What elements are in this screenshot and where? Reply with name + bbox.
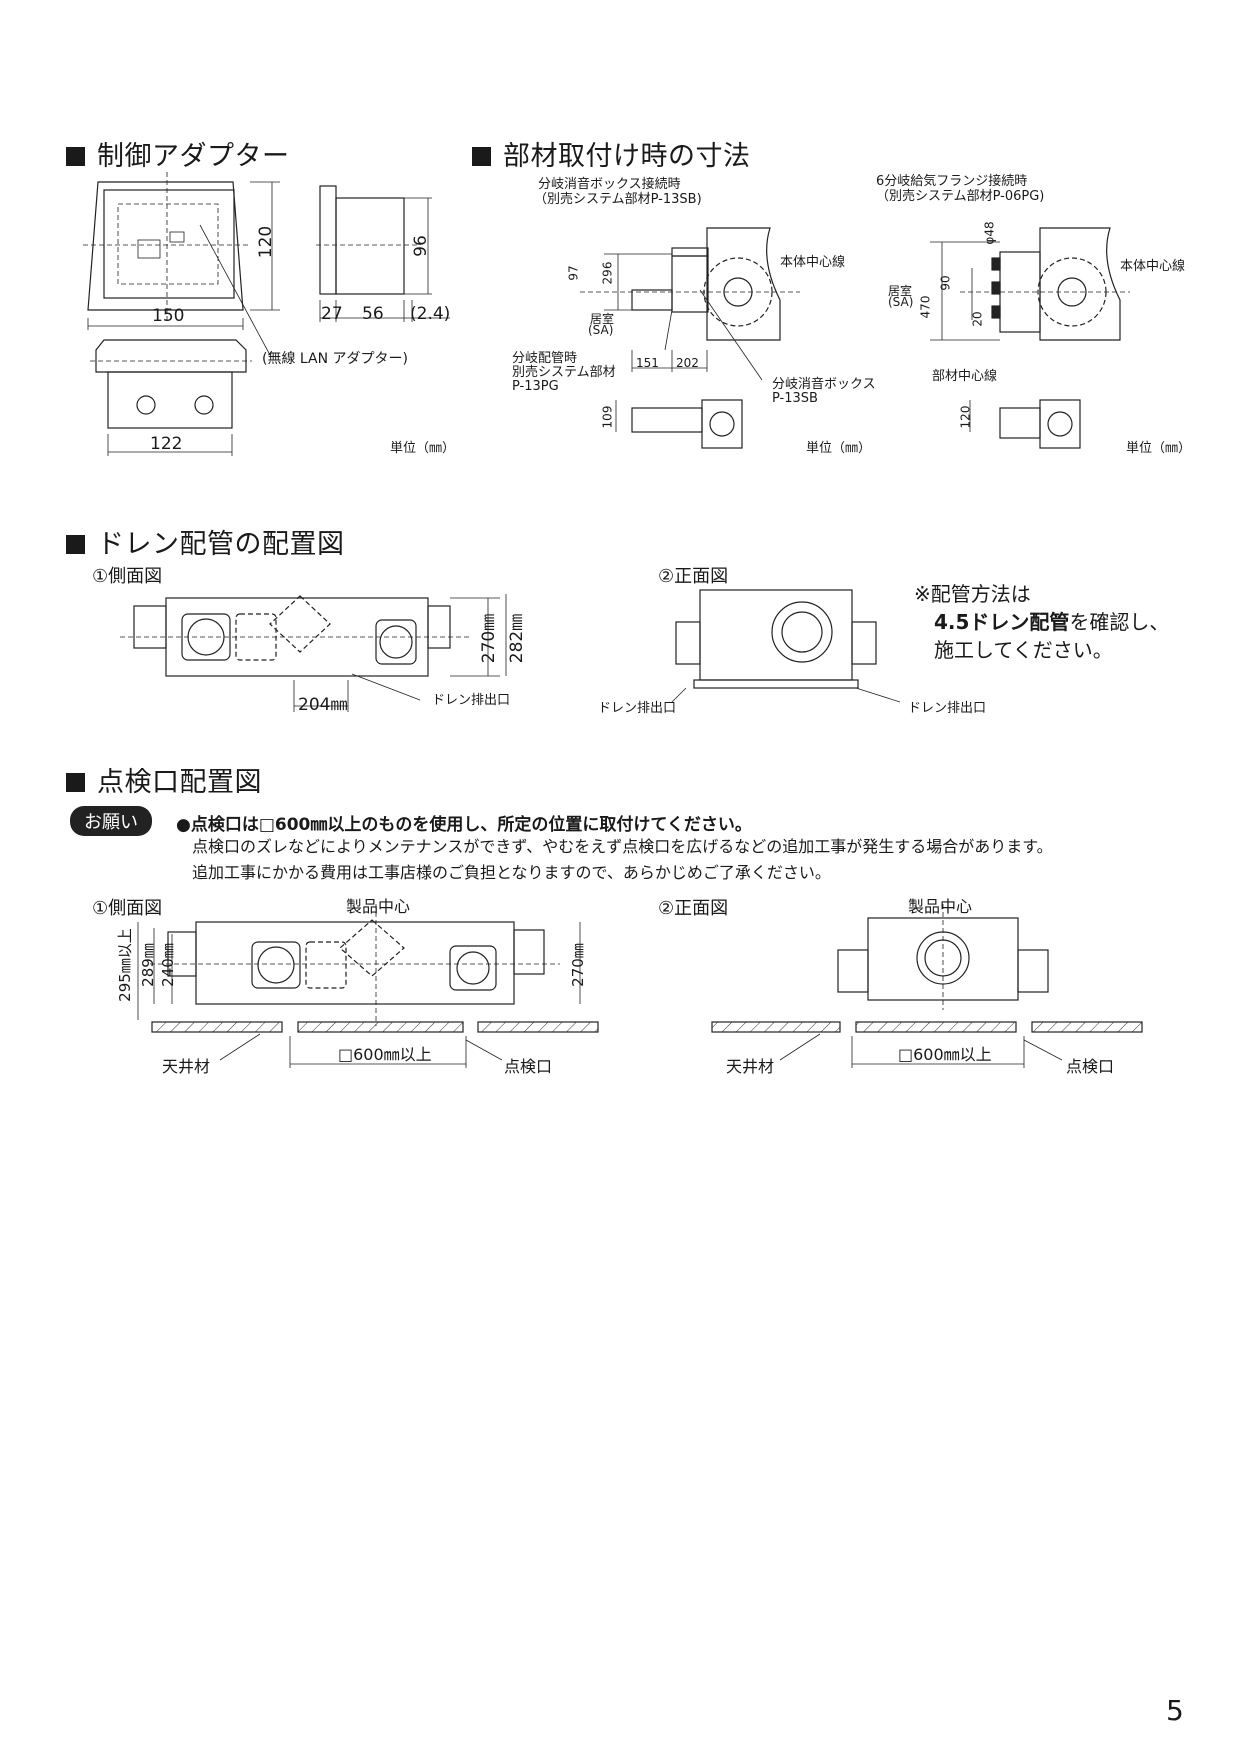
inspection-side-label: ①側面図 (92, 898, 163, 919)
dim-120-right: 120 (958, 405, 973, 429)
drain-title: ドレン配管の配置図 (97, 529, 345, 560)
dim-109: 109 (600, 405, 615, 429)
request-main: ●点検口は□600㎜以上のものを使用し、所定の位置に取付けてください。 (176, 815, 752, 835)
dim-470: 470 (918, 295, 933, 319)
ceiling-label-side: 天井材 (162, 1057, 211, 1076)
dim-150: 150 (152, 306, 185, 326)
body-center-line-label: 本体中心線 (780, 255, 846, 270)
dim-2-4: (2.4) (410, 304, 451, 324)
dim-270-inspection: 270㎜ (568, 943, 587, 987)
dim-20: 20 (970, 311, 985, 327)
opening-label-side: □600㎜以上 (338, 1045, 432, 1064)
dim-282: 282㎜ (507, 613, 528, 664)
dim-122: 122 (150, 434, 183, 454)
mount-left-caption1: 分岐消音ボックス接続時 (538, 177, 681, 192)
inspection-heading: 点検口配置図 (66, 760, 262, 799)
square-bullet-icon (66, 535, 85, 554)
drain-note-line3: 施工してください。 (934, 638, 1113, 662)
drain-note-emphasis: 4.5ドレン配管 (934, 610, 1070, 634)
drain-outlet-side: ドレン排出口 (432, 693, 511, 708)
inspection-title: 点検口配置図 (97, 767, 262, 798)
inspection-front-drawing (711, 904, 1143, 1068)
room-sa-label: (SA) (588, 323, 614, 337)
hatch-label-side: 点検口 (504, 1057, 553, 1076)
ceiling-label-front: 天井材 (726, 1057, 775, 1076)
dim-96: 96 (410, 235, 431, 257)
dim-202: 202 (676, 356, 699, 370)
dim-120: 120 (256, 225, 277, 259)
adapter-title: 制御アダプター (97, 141, 290, 172)
dim-204: 204㎜ (298, 695, 348, 715)
mount-right-caption1: 6分岐給気フランジ接続時 (876, 174, 1028, 189)
mount-left-caption2: （別売システム部材P-13SB) (534, 192, 702, 207)
drain-front-drawing (671, 589, 901, 703)
drain-outlet-front-left: ドレン排出口 (598, 701, 677, 716)
page-number: 5 (1166, 1694, 1184, 1727)
square-bullet-icon (66, 773, 85, 792)
dim-270: 270㎜ (479, 613, 500, 664)
room-label: 居室 (590, 312, 615, 326)
part-center-line-label: 部材中心線 (932, 369, 998, 384)
square-bullet-icon (66, 147, 85, 166)
drain-note-line1: ※配管方法は (914, 582, 1031, 606)
drain-side-label: ①側面図 (92, 566, 163, 587)
adapter-unit: 単位（㎜） (390, 441, 456, 456)
body-center-right-label: 本体中心線 (1120, 259, 1186, 274)
branch-label1: 分岐配管時 (512, 351, 578, 366)
adapter-side-view (316, 185, 450, 322)
dim-97: 97 (566, 265, 581, 281)
adapter-heading: 制御アダプター (66, 134, 290, 173)
dim-27: 27 (321, 304, 343, 324)
mount-right-unit: 単位（㎜） (1126, 441, 1192, 456)
mount-title: 部材取付け時の寸法 (503, 141, 751, 172)
request-line3: 追加工事にかかる費用は工事店様のご負担となりますので、あらかじめご了承ください。 (192, 863, 831, 882)
drain-note-line2: 4.5ドレン配管を確認し、 (934, 608, 1169, 636)
drain-side-drawing (120, 594, 507, 712)
dim-56: 56 (362, 304, 384, 324)
lan-adapter-callout: (無線 LAN アダプター) (262, 351, 408, 367)
product-center-front: 製品中心 (908, 897, 973, 916)
phi-48: φ48 (982, 221, 997, 245)
hatch-label-front: 点検口 (1066, 1057, 1115, 1076)
room-right-label: 居室 (888, 284, 913, 298)
dim-151: 151 (636, 356, 659, 370)
square-bullet-icon (472, 147, 491, 166)
dim-240: 240㎜ (158, 943, 177, 987)
dim-90: 90 (938, 275, 953, 291)
request-badge: お願い (70, 806, 152, 836)
request-line2: 点検口のズレなどによりメンテナンスができず、やむをえず点検口を広げるなどの追加工… (192, 837, 1053, 856)
branch-label2: 別売システム部材 (512, 365, 616, 380)
opening-label-front: □600㎜以上 (898, 1045, 992, 1064)
room-right-sa: (SA) (888, 295, 914, 309)
adapter-front-view (83, 172, 280, 356)
dim-289: 289㎜ (138, 943, 157, 987)
adapter-bottom-view (90, 339, 252, 456)
inspection-side-drawing (137, 904, 599, 1068)
drain-heading: ドレン配管の配置図 (66, 522, 345, 561)
mount-left-drawing (580, 227, 800, 449)
mount-left-unit: 単位（㎜） (806, 441, 872, 456)
drain-note-rest: を確認し、 (1069, 610, 1170, 634)
silencer-box-model: P-13SB (772, 391, 818, 406)
product-center-side: 製品中心 (346, 897, 411, 916)
silencer-box-label: 分岐消音ボックス (772, 377, 876, 392)
drain-front-label: ②正面図 (658, 566, 729, 587)
drain-outlet-front-right: ドレン排出口 (908, 701, 987, 716)
mount-right-drawing (930, 227, 1130, 449)
inspection-front-label: ②正面図 (658, 898, 729, 919)
dim-296: 296 (600, 261, 615, 285)
mount-heading: 部材取付け時の寸法 (472, 134, 751, 173)
dim-295: 295㎜以上 (115, 928, 134, 1002)
branch-label3: P-13PG (512, 379, 559, 394)
mount-right-caption2: （別売システム部材P-06PG) (876, 189, 1045, 204)
